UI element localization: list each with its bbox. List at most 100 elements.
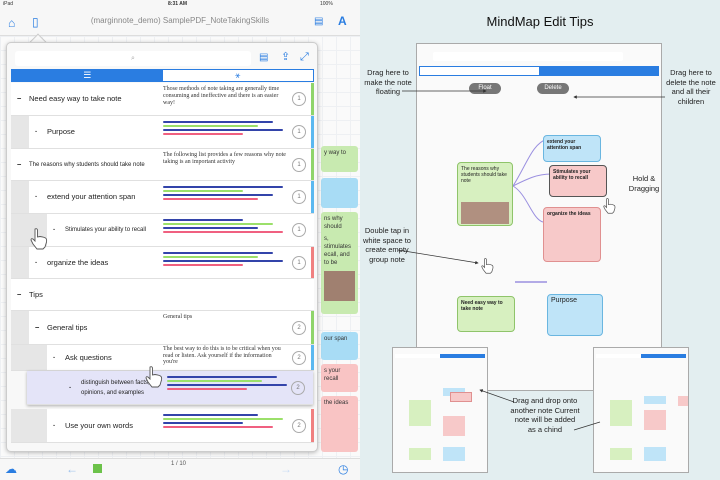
home-icon[interactable]: ⌂ (8, 16, 16, 30)
note-count-badge[interactable]: 2 (291, 380, 305, 395)
note-count-badge[interactable]: 1 (292, 92, 306, 106)
expander-toggle[interactable]: · (69, 382, 72, 392)
highlight-line (163, 231, 283, 233)
expander-toggle[interactable]: · (53, 420, 56, 430)
note-count-badge[interactable]: 1 (292, 125, 306, 139)
annotation-hold-drag: Hold & Dragging (628, 174, 660, 193)
document-title[interactable]: (marginnote_demo) SamplePDF_NoteTakingSk… (90, 16, 270, 25)
note-count-badge[interactable]: 1 (292, 190, 306, 204)
highlight-line (163, 426, 273, 428)
mindmap-node: Stimulates your ability to recall (549, 165, 607, 197)
outline-row[interactable]: · Purpose 1 (11, 116, 314, 149)
excerpt (163, 412, 287, 430)
node-title: The reasons why students should take not… (461, 166, 507, 184)
outline-row[interactable]: −Tips (11, 279, 314, 311)
back-arrow-icon[interactable]: ← (66, 462, 78, 476)
outline-label: Ask questions (65, 352, 112, 362)
highlight-line (163, 414, 258, 416)
color-tag (311, 311, 314, 344)
float-button: Float (469, 83, 501, 94)
annotation-delete: Drag here to delete the note and all the… (666, 68, 716, 106)
share-icon[interactable]: ⇪ (281, 51, 291, 63)
expander-toggle[interactable]: · (35, 257, 38, 267)
text-style-icon[interactable]: A (338, 14, 347, 28)
note-count-badge[interactable]: 1 (292, 223, 306, 237)
search-icon: ⌕ (131, 55, 135, 62)
cloud-icon[interactable]: ☁ (5, 462, 17, 476)
mini-node (644, 447, 666, 461)
highlight-line (163, 121, 273, 123)
mindmap-node: Purpose (547, 294, 603, 336)
side-card[interactable]: the ideas (321, 396, 358, 452)
side-card[interactable]: s your recall (321, 364, 358, 392)
highlight-line (163, 198, 258, 200)
view-switcher (419, 66, 659, 76)
excerpt: Those methods of note taking are general… (163, 86, 280, 106)
highlight-line (167, 380, 262, 382)
outline-row[interactable]: · Use your own words 2 (11, 409, 314, 443)
note-count-badge[interactable]: 2 (292, 350, 306, 365)
color-tag (311, 149, 314, 180)
outline-label: Stimulates your ability to recall (65, 227, 147, 233)
expander-toggle[interactable]: · (35, 127, 38, 136)
mini-node (610, 400, 632, 426)
expander-toggle[interactable]: · (35, 192, 38, 201)
nav-bar: ⌂ ▯ (marginnote_demo) SamplePDF_NoteTaki… (0, 9, 360, 36)
expander-toggle[interactable]: · (53, 352, 56, 362)
annotation-float: Drag here to make the note floating (364, 68, 412, 96)
outline-row[interactable]: · Stimulates your ability to recall 1 (11, 214, 314, 247)
mini-node (644, 396, 666, 404)
document-icon[interactable]: ▤ (314, 16, 324, 27)
outline-row[interactable]: · organize the ideas 1 (11, 247, 314, 279)
tab-mindmap[interactable]: ⚹ (162, 70, 313, 81)
search-input (433, 52, 623, 61)
image-thumbnail (324, 271, 355, 301)
indent-guide (11, 181, 29, 213)
document-icon[interactable]: ▤ (259, 52, 269, 63)
search-input[interactable]: ⌕ (15, 51, 251, 66)
outline-row[interactable]: ·distinguish between facts, opinions, an… (27, 371, 313, 405)
color-tag (311, 116, 314, 148)
highlight-line (163, 256, 258, 258)
expander-toggle[interactable]: − (17, 94, 22, 103)
outline-label: Use your own words (65, 420, 133, 430)
mindmap-thumbnail-before (392, 347, 488, 473)
outline-row[interactable]: −The reasons why students should take no… (11, 149, 314, 181)
side-card-text: s, stimulates ecall, and to be (324, 236, 352, 266)
highlight-line (163, 223, 273, 225)
side-card[interactable]: our span (321, 332, 358, 360)
excerpt (167, 374, 291, 392)
side-card[interactable] (321, 178, 358, 208)
page-indicator: 1 / 10 (171, 461, 187, 467)
view-switcher (596, 354, 686, 358)
expand-icon[interactable]: ⤢ (300, 51, 309, 63)
note-count-badge[interactable]: 2 (292, 320, 306, 335)
outline-label: The reasons why students should take not… (29, 161, 145, 168)
expander-toggle[interactable]: − (17, 289, 22, 299)
notebook-icon[interactable]: ▯ (32, 15, 39, 29)
note-count-badge[interactable]: 2 (292, 418, 306, 433)
page-slider-thumb[interactable] (93, 464, 102, 473)
side-card[interactable]: y way to (321, 146, 358, 172)
highlight-line (163, 252, 273, 254)
battery-level: 100% (320, 1, 333, 7)
color-tag (311, 181, 314, 213)
expander-toggle[interactable]: · (53, 225, 56, 234)
forward-arrow-icon[interactable]: → (280, 462, 292, 476)
expander-toggle[interactable]: − (17, 159, 22, 169)
note-count-badge[interactable]: 1 (292, 255, 306, 270)
tab-outline[interactable]: ☰ (12, 70, 163, 81)
outline-label: organize the ideas (47, 257, 109, 267)
note-count-badge[interactable]: 1 (292, 157, 306, 172)
outline-label: Purpose (47, 127, 75, 136)
mini-node (409, 400, 431, 426)
highlight-line (167, 384, 287, 386)
expander-toggle[interactable]: − (35, 322, 40, 332)
history-icon[interactable]: ◷ (338, 462, 349, 476)
